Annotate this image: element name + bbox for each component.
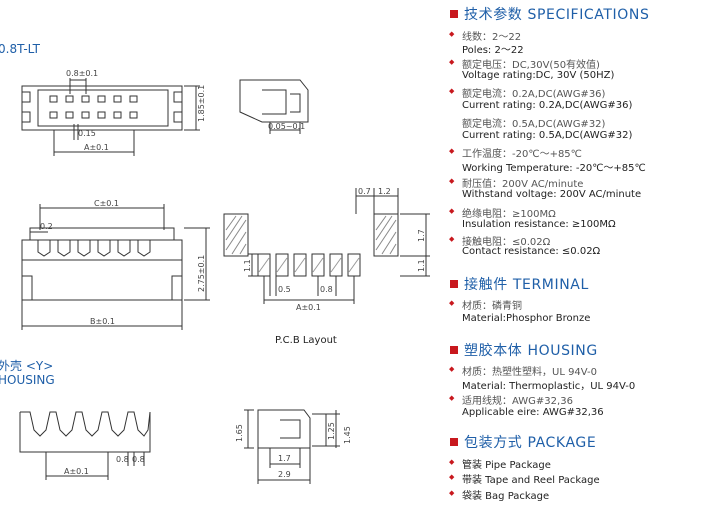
housing-material-en: Material: Thermoplastic，UL 94V-0 xyxy=(462,381,636,392)
dim-pitch: 0.8±0.1 xyxy=(66,69,98,78)
front-view xyxy=(21,204,210,330)
square-bullet-icon xyxy=(450,10,458,18)
dim-12: 1.2 xyxy=(378,187,391,196)
housing-heading: 塑胶本体 HOUSING xyxy=(450,340,598,360)
spec-current-32-en: Current rating: 0.5A,DC(AWG#32) xyxy=(462,130,633,141)
spec-current-36-en: Current rating: 0.2A,DC(AWG#36) xyxy=(462,100,633,111)
side-profile xyxy=(239,79,309,134)
dim-02: 0.2 xyxy=(40,222,53,231)
housing-label-zh: 外壳 <Y> xyxy=(0,359,53,373)
terminal-title-en: TERMINAL xyxy=(512,277,589,293)
dim-29: 2.9 xyxy=(278,470,291,479)
dim-08-housing-b: 0.8 xyxy=(132,455,145,464)
spec-temp-en: Working Temperature: -20℃～+85℃ xyxy=(462,163,646,174)
spec-insulation-en: Insulation resistance: ≥100MΩ xyxy=(462,219,616,230)
dim-275: 2.75±0.1 xyxy=(197,255,206,292)
dim-a-housing: A±0.1 xyxy=(64,467,89,476)
specifications-title-zh: 技术参数 xyxy=(464,7,523,23)
dim-125: 1.25 xyxy=(327,422,336,440)
spec-temp-zh: 工作温度：-20℃～+85℃ xyxy=(449,145,582,160)
spec-withstand-zh: 耐压值：200V AC/minute xyxy=(449,175,583,190)
dim-11-right: 1.1 xyxy=(417,259,426,272)
top-view xyxy=(21,78,200,156)
housing-material-zh: 材质：热塑性塑料，UL 94V-0 xyxy=(449,363,597,378)
specifications-heading: 技术参数 SPECIFICATIONS xyxy=(450,4,649,24)
dim-a-pcb: A±0.1 xyxy=(296,303,321,312)
spec-voltage-zh: 额定电压：DC,30V(50有效值) xyxy=(449,56,600,71)
dim-a-top: A±0.1 xyxy=(84,143,109,152)
spec-current-32-zh: 额定电流：0.5A,DC(AWG#32) xyxy=(462,119,606,130)
dim-11-left: 1.1 xyxy=(243,259,252,272)
dim-08-housing-a: 0.8 xyxy=(116,455,129,464)
terminal-heading: 接触件 TERMINAL xyxy=(450,274,589,294)
housing-wire-zh: 适用线规：AWG#32,36 xyxy=(449,392,573,407)
dim-005: 0.05~0.1 xyxy=(268,122,305,131)
model-suffix-label: 0.8T-LT xyxy=(0,42,41,56)
housing-label-en: HOUSING xyxy=(0,373,55,387)
package-title-zh: 包装方式 xyxy=(464,435,523,451)
dim-b: B±0.1 xyxy=(90,317,115,326)
housing-title-en: HOUSING xyxy=(527,343,598,359)
technical-drawing: 0.8T-LT 外壳 <Y> HOUSING 0.8±0.1 1.85±0.1 … xyxy=(0,42,430,484)
housing-title-zh: 塑胶本体 xyxy=(464,343,523,359)
spec-withstand-en: Withstand voltage: 200V AC/minute xyxy=(462,189,642,200)
package-heading: 包装方式 PACKAGE xyxy=(450,432,596,452)
dim-08-pcb: 0.8 xyxy=(320,285,333,294)
dim-height-185: 1.85±0.1 xyxy=(197,85,206,122)
terminal-title-zh: 接触件 xyxy=(464,277,508,293)
specifications-title-en: SPECIFICATIONS xyxy=(527,7,650,23)
spec-voltage-en: Voltage rating:DC, 30V (50HZ) xyxy=(462,70,615,81)
terminal-material-zh: 材质：磷青铜 xyxy=(449,297,522,312)
spec-current-36-zh: 额定电流：0.2A,DC(AWG#36) xyxy=(449,85,605,100)
dim-015: 0.15 xyxy=(78,129,96,138)
spec-poles-en: Poles: 2～22 xyxy=(462,45,524,56)
dim-07: 0.7 xyxy=(358,187,371,196)
spec-contact-zh: 接触电阻：≤0.02Ω xyxy=(449,233,550,248)
pcb-layout-label: P.C.B Layout xyxy=(275,335,337,346)
spec-contact-en: Contact resistance: ≤0.02Ω xyxy=(462,246,601,257)
housing-side-view xyxy=(244,409,340,484)
square-bullet-icon xyxy=(450,280,458,288)
dim-05: 0.5 xyxy=(278,285,291,294)
dim-17-housing: 1.7 xyxy=(278,454,291,463)
square-bullet-icon xyxy=(450,346,458,354)
housing-wire-en: Applicable eire: AWG#32,36 xyxy=(462,407,604,418)
package-item-pipe: 管装 Pipe Package xyxy=(449,456,551,471)
package-title-en: PACKAGE xyxy=(527,435,597,451)
package-item-tape-reel: 带装 Tape and Reel Package xyxy=(449,471,600,486)
dim-145: 1.45 xyxy=(343,426,352,444)
spec-insulation-zh: 绝缘电阻：≥100MΩ xyxy=(449,205,556,220)
dim-17-pcb: 1.7 xyxy=(417,229,426,242)
dim-c: C±0.1 xyxy=(94,199,119,208)
package-item-bag: 袋装 Bag Package xyxy=(449,487,549,502)
pcb-layout xyxy=(223,188,430,304)
spec-poles-zh: 线数：2～22 xyxy=(449,28,521,43)
dim-165: 1.65 xyxy=(235,424,244,442)
square-bullet-icon xyxy=(450,438,458,446)
terminal-material-en: Material:Phosphor Bronze xyxy=(462,313,591,324)
housing-view xyxy=(19,411,151,480)
